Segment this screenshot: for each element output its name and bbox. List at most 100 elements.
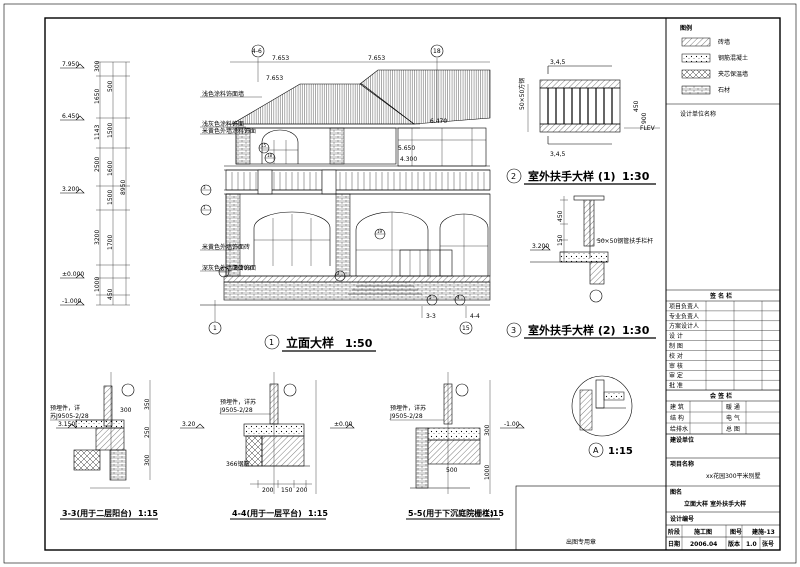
axis-label: 4-6 (252, 48, 262, 55)
section-dim: 300 (484, 424, 491, 436)
callout-bubble: 6 (218, 266, 230, 278)
cosign-label: 暖 通 (726, 403, 740, 411)
section-dim: 500 (446, 467, 458, 474)
version-label: 版本 (727, 540, 741, 548)
axis-bubble (459, 321, 473, 335)
detail-dim: 150 (557, 234, 564, 246)
inner-level: 4.300 (400, 156, 417, 163)
section-dim: 200 (262, 487, 274, 494)
stamp-note: 出图专用章 (566, 538, 596, 546)
hdim-label: 7.653 (368, 55, 385, 62)
vdim-label: 300 (94, 60, 101, 72)
detail-mark: 3,4,5 (550, 151, 565, 158)
section-note: J9505-2/28 (389, 413, 423, 420)
axis-label: 1 (213, 325, 217, 332)
level-label: ±0.000 (62, 271, 84, 278)
vdim-label: 1000 (94, 277, 101, 292)
callout-bubble: 5 (426, 294, 438, 306)
vdim-label: 1500 (107, 123, 114, 138)
legend-item: 石材 (718, 86, 730, 94)
section-level: 3.150 (58, 421, 75, 428)
legend-title: 图例 (680, 24, 692, 32)
level-label: 6.450 (62, 113, 79, 120)
section-note: 苏J9505-2/28 (50, 412, 89, 420)
main-roof (359, 69, 491, 125)
vdim-label: 500 (107, 80, 114, 92)
detail-a: A 1:15 (571, 375, 633, 458)
section-4-4: 预埋件，详苏 J9505-2/28 366钢筋 3.20 ±0.00 200 1… (180, 372, 355, 520)
sign-row-label: 设 计 (669, 332, 683, 340)
detail-note: 50×50方钢 (518, 78, 526, 110)
cosign-label: 总 图 (726, 425, 740, 433)
section-title: 5-5(用于下沉庭院栅栏) (408, 508, 494, 518)
plinth (223, 281, 491, 301)
project-label: 项目名称 (670, 460, 694, 468)
section-title: 4-4(用于一层平台) (232, 508, 302, 518)
drawno-label: 图号 (730, 528, 742, 536)
level-label: 3.200 (62, 186, 79, 193)
sign-row-label: 审 核 (669, 362, 683, 370)
sign-row-label: 方案设计人 (669, 322, 699, 330)
axis-label: 18 (433, 48, 441, 55)
inner-level: 6.470 (430, 118, 447, 125)
elevation-scale: 1:50 (345, 337, 373, 350)
detail-dim: 450 (633, 100, 640, 112)
cosign-label: 电 气 (726, 414, 740, 422)
sign-row-label: 批 准 (669, 382, 683, 390)
sign-row-label: 校 对 (669, 352, 683, 360)
title-number-bubble (264, 334, 280, 350)
date-label: 日期 (668, 540, 680, 548)
code-label: 设计编号 (670, 515, 694, 523)
callout-bubble: 3 (200, 184, 212, 196)
callout-bubble: 19 (374, 228, 386, 240)
detail-scale: 1:15 (608, 446, 633, 457)
arched-window (253, 211, 331, 266)
detail-dim: 900 (641, 112, 648, 124)
callout-label: 6 (221, 267, 224, 272)
vdim-label: 1650 (94, 89, 101, 104)
callout-label: 19 (377, 229, 383, 234)
detail-number: 3 (511, 326, 516, 335)
axis-bubble (251, 44, 265, 58)
section-level: -1.00 (504, 421, 520, 428)
section-note: 预埋件，详苏 (220, 398, 256, 406)
section-scale: 1:15 (308, 509, 328, 518)
callout-label: 1 (203, 205, 206, 210)
hdim-label: 7.653 (272, 55, 289, 62)
callout-bubble: 15 (258, 142, 270, 154)
callout-bubble: 18 (264, 152, 276, 164)
railing-detail-1: 3,4,5 50×50方钢 FLEV 450 900 3,4,5 2 室外扶手大… (506, 59, 660, 185)
axis-bubble (430, 44, 444, 58)
callout-label: 3 (203, 185, 206, 190)
cosign-label: 结 构 (670, 414, 684, 422)
drawno-value: 建施-13 (752, 528, 775, 536)
title-number: 1 (269, 338, 274, 347)
vdim-total: 8950 (120, 180, 127, 195)
legend-swatch (681, 53, 711, 63)
railing-detail-2: 450 150 3.200 50×50钢管扶手栏杆 3 室外扶手大样 (2) 1… (506, 195, 656, 339)
stage-value: 施工图 (694, 528, 712, 536)
detail-level: 3.200 (532, 243, 549, 250)
vdim-label: 1700 (107, 235, 114, 250)
legend-item: 夹芯保温墙 (718, 70, 748, 78)
note-text: 浅色涂料饰面墙 (202, 90, 244, 98)
vdim-label: 1600 (107, 161, 114, 176)
legend-item: 砖墙 (718, 38, 730, 46)
callout-label: 2 (337, 271, 340, 276)
inner-level: 7.653 (266, 75, 283, 82)
axis-label: 15 (462, 325, 470, 332)
section-level: ±0.00 (334, 421, 353, 428)
section-scale: 1:15 (138, 509, 158, 518)
detail-number: A (593, 446, 599, 455)
vdim-label: 2500 (94, 157, 101, 172)
section-dim: 1000 (484, 465, 491, 480)
sign-row-label: 制 图 (669, 342, 683, 350)
date-value: 2006.04 (690, 541, 717, 548)
section-dim: 300 (120, 407, 132, 414)
note-text: 米黄色外墙涂料饰面 (202, 127, 256, 135)
legend-swatch (681, 37, 711, 47)
detail-note: FLEV (640, 125, 656, 132)
detail-title: 室外扶手大样 (2) (528, 323, 616, 337)
section-3-3: 预埋件，详 苏J9505-2/28 3.150 300 350 250 300 … (50, 372, 158, 520)
